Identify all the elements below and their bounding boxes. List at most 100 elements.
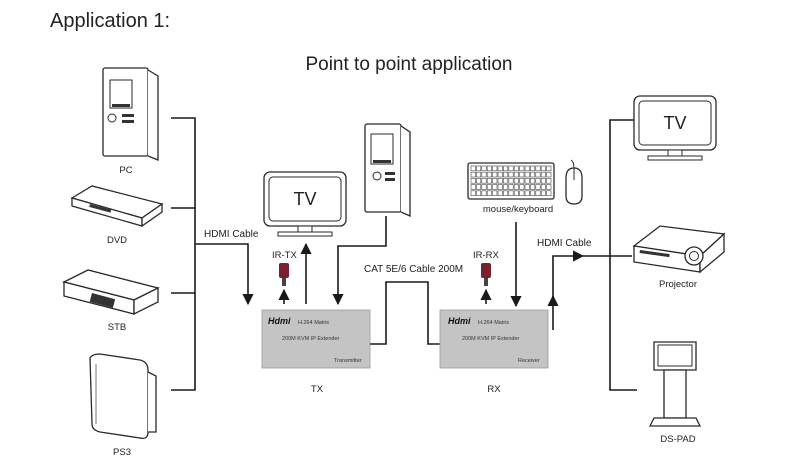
keyboard-key (476, 165, 482, 172)
keyboard-key (524, 171, 530, 178)
keyboard-key (535, 165, 541, 172)
keyboard-key (476, 184, 482, 190)
ds-pad-kiosk-icon (648, 341, 702, 427)
keyboard-key (524, 184, 530, 190)
hdmi-input-cable-label: HDMI Cable (204, 229, 259, 240)
keyboard-key (508, 165, 514, 172)
keyboard-key (497, 178, 503, 184)
keyboard-key (513, 184, 519, 190)
projector-label: Projector (659, 279, 697, 290)
rx-connections (480, 222, 522, 308)
keyboard-key (546, 165, 552, 172)
keyboard-key (470, 184, 476, 190)
keyboard-key (540, 171, 546, 178)
keyboard-key (508, 184, 514, 190)
keyboard-key (540, 190, 546, 196)
keyboard-key (492, 165, 498, 172)
tx-model: H.264 Matrix (298, 320, 329, 326)
keyboard-key (519, 184, 525, 190)
keyboard-key (540, 184, 546, 190)
keyboard-key (503, 184, 509, 190)
ir-rx-head-icon (481, 263, 491, 286)
keyboard-key (481, 165, 487, 172)
tx-caption: TX (311, 384, 324, 395)
keyboard-key (481, 190, 487, 196)
ps3-label: PS3 (113, 447, 131, 458)
keyboard-key (481, 178, 487, 184)
dvd-player-icon (70, 185, 164, 228)
tx-role: Transmitter (334, 358, 362, 364)
keyboard-key (535, 184, 541, 190)
keyboard-key (530, 165, 536, 172)
keyboard-key (508, 190, 514, 196)
keyboard-key (492, 171, 498, 178)
keyboard-key (476, 190, 482, 196)
keyboard-key (497, 184, 503, 190)
keyboard-key (476, 171, 482, 178)
rx-model: H.264 Matrix (478, 320, 509, 326)
keyboard-key (540, 165, 546, 172)
keyboard-key (546, 171, 552, 178)
cat-cable-link (370, 281, 440, 345)
projector-icon (632, 225, 726, 274)
keyboard-key (508, 178, 514, 184)
pc-label: PC (119, 165, 132, 176)
tx-connections (278, 216, 387, 306)
keyboard-key (486, 171, 492, 178)
local-tv-label: TV (293, 189, 316, 209)
display-bus (547, 119, 637, 391)
output-tv-label: TV (663, 113, 686, 133)
diagram-title: Point to point application (305, 54, 512, 75)
keyboard-key (503, 178, 509, 184)
keyboard-key (530, 184, 536, 190)
dvd-label: DVD (107, 235, 127, 246)
source-bus (171, 117, 254, 391)
keyboard-key (524, 165, 530, 172)
keyboard-key (492, 178, 498, 184)
keyboard-key (519, 165, 525, 172)
keyboard-key (486, 190, 492, 196)
rx-role: Receiver (518, 358, 540, 364)
keyboard-key (535, 190, 541, 196)
section-heading: Application 1: (50, 10, 170, 32)
keyboard-key (524, 190, 530, 196)
keyboard-key (492, 184, 498, 190)
keyboard-key (519, 171, 525, 178)
keyboard-key (470, 165, 476, 172)
keyboard-key (481, 184, 487, 190)
keyboard-key (546, 184, 552, 190)
tx-hdmi-logo: Hdmi (268, 316, 291, 326)
tx-description: 200M KVM IP Extender (282, 336, 340, 342)
cat-cable-label: CAT 5E/6 Cable 200M (364, 264, 463, 275)
keyboard-key (470, 171, 476, 178)
pc-tower-icon (102, 67, 159, 161)
keyboard-key (470, 190, 476, 196)
keyboard-key (503, 165, 509, 172)
keyboard-key (530, 190, 536, 196)
keyboard-key (546, 178, 552, 184)
keyboard-key (513, 165, 519, 172)
ir-tx-label: IR-TX (272, 250, 297, 261)
mouse-keyboard-label: mouse/keyboard (483, 204, 553, 215)
keyboard-key (546, 190, 552, 196)
keyboard-key (503, 171, 509, 178)
keyboard-key (486, 165, 492, 172)
mouse-icon (565, 159, 583, 205)
hdmi-output-cable-label: HDMI Cable (537, 238, 592, 249)
keyboard-key (470, 178, 476, 184)
rx-caption: RX (487, 384, 501, 395)
keyboard-key (519, 190, 525, 196)
keyboard-key (497, 171, 503, 178)
keyboard-key (481, 171, 487, 178)
ir-tx-head-icon (279, 263, 289, 286)
output-tv-icon (633, 95, 717, 161)
ps3-console-icon (89, 353, 157, 440)
local-tv-icon (263, 171, 347, 237)
keyboard-key (540, 178, 546, 184)
keyboard-key (530, 171, 536, 178)
keyboard-key (476, 178, 482, 184)
ds-pad-label: DS-PAD (660, 434, 695, 445)
keyboard-key (486, 178, 492, 184)
transmitter-unit: Hdmi H.264 Matrix 200M KVM IP Extender T… (261, 309, 371, 369)
keyboard-key (486, 184, 492, 190)
